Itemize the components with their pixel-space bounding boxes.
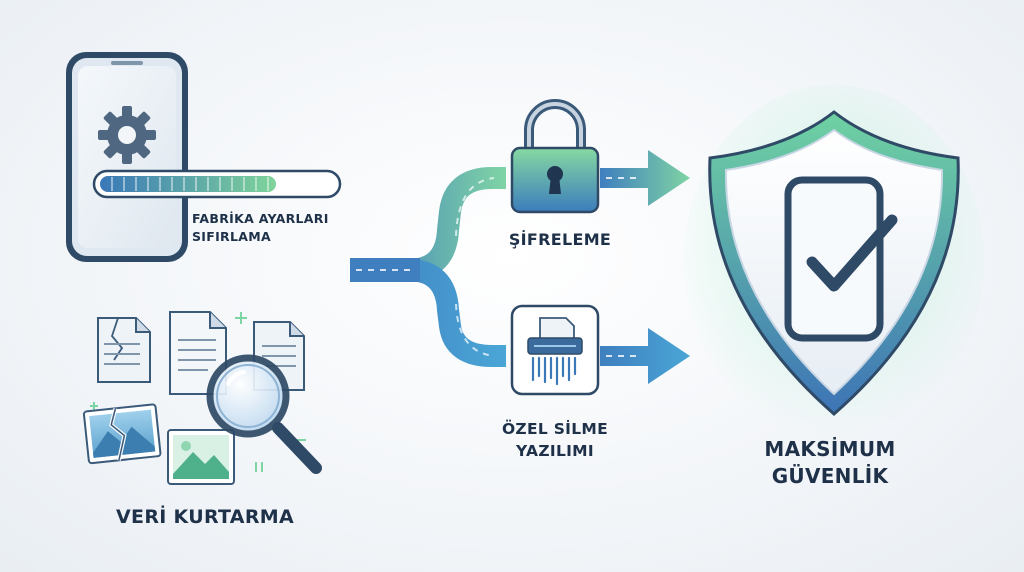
padlock-icon [510,99,600,214]
gear-icon [98,106,156,164]
max-security-label: MAKSİMUM GÜVENLİK [730,436,930,490]
checkmark-icon [806,214,898,292]
progress-bar [92,169,342,199]
arrow-icon [600,150,690,206]
special-wipe-label: ÖZEL SİLME YAZILIMI [470,418,640,462]
encryption-label: ŞİFRELEME [508,230,612,249]
torn-photo-icon [82,403,162,465]
document-icon [169,311,227,395]
factory-reset-label-line2: SIFIRLAMA [192,229,271,244]
factory-reset-label-line1: FABRİKA AYARLARI [192,211,329,226]
shield-icon [684,85,984,435]
magnifier-icon [206,354,322,474]
photo-icon [167,429,235,485]
factory-reset-label: FABRİKA AYARLARI SIFIRLAMA [192,210,352,246]
shredder-icon [510,304,600,396]
progress-fill [100,176,276,192]
special-wipe-label-line2: YAZILIMI [516,442,594,460]
document-icon [97,317,151,383]
special-wipe-label-line1: ÖZEL SİLME [501,420,609,438]
data-recovery-label: VERİ KURTARMA [116,506,294,528]
arrow-icon [600,328,690,384]
max-security-label-line1: MAKSİMUM [764,437,896,461]
max-security-label-line2: GÜVENLİK [771,464,889,488]
flow-connector [350,167,506,367]
